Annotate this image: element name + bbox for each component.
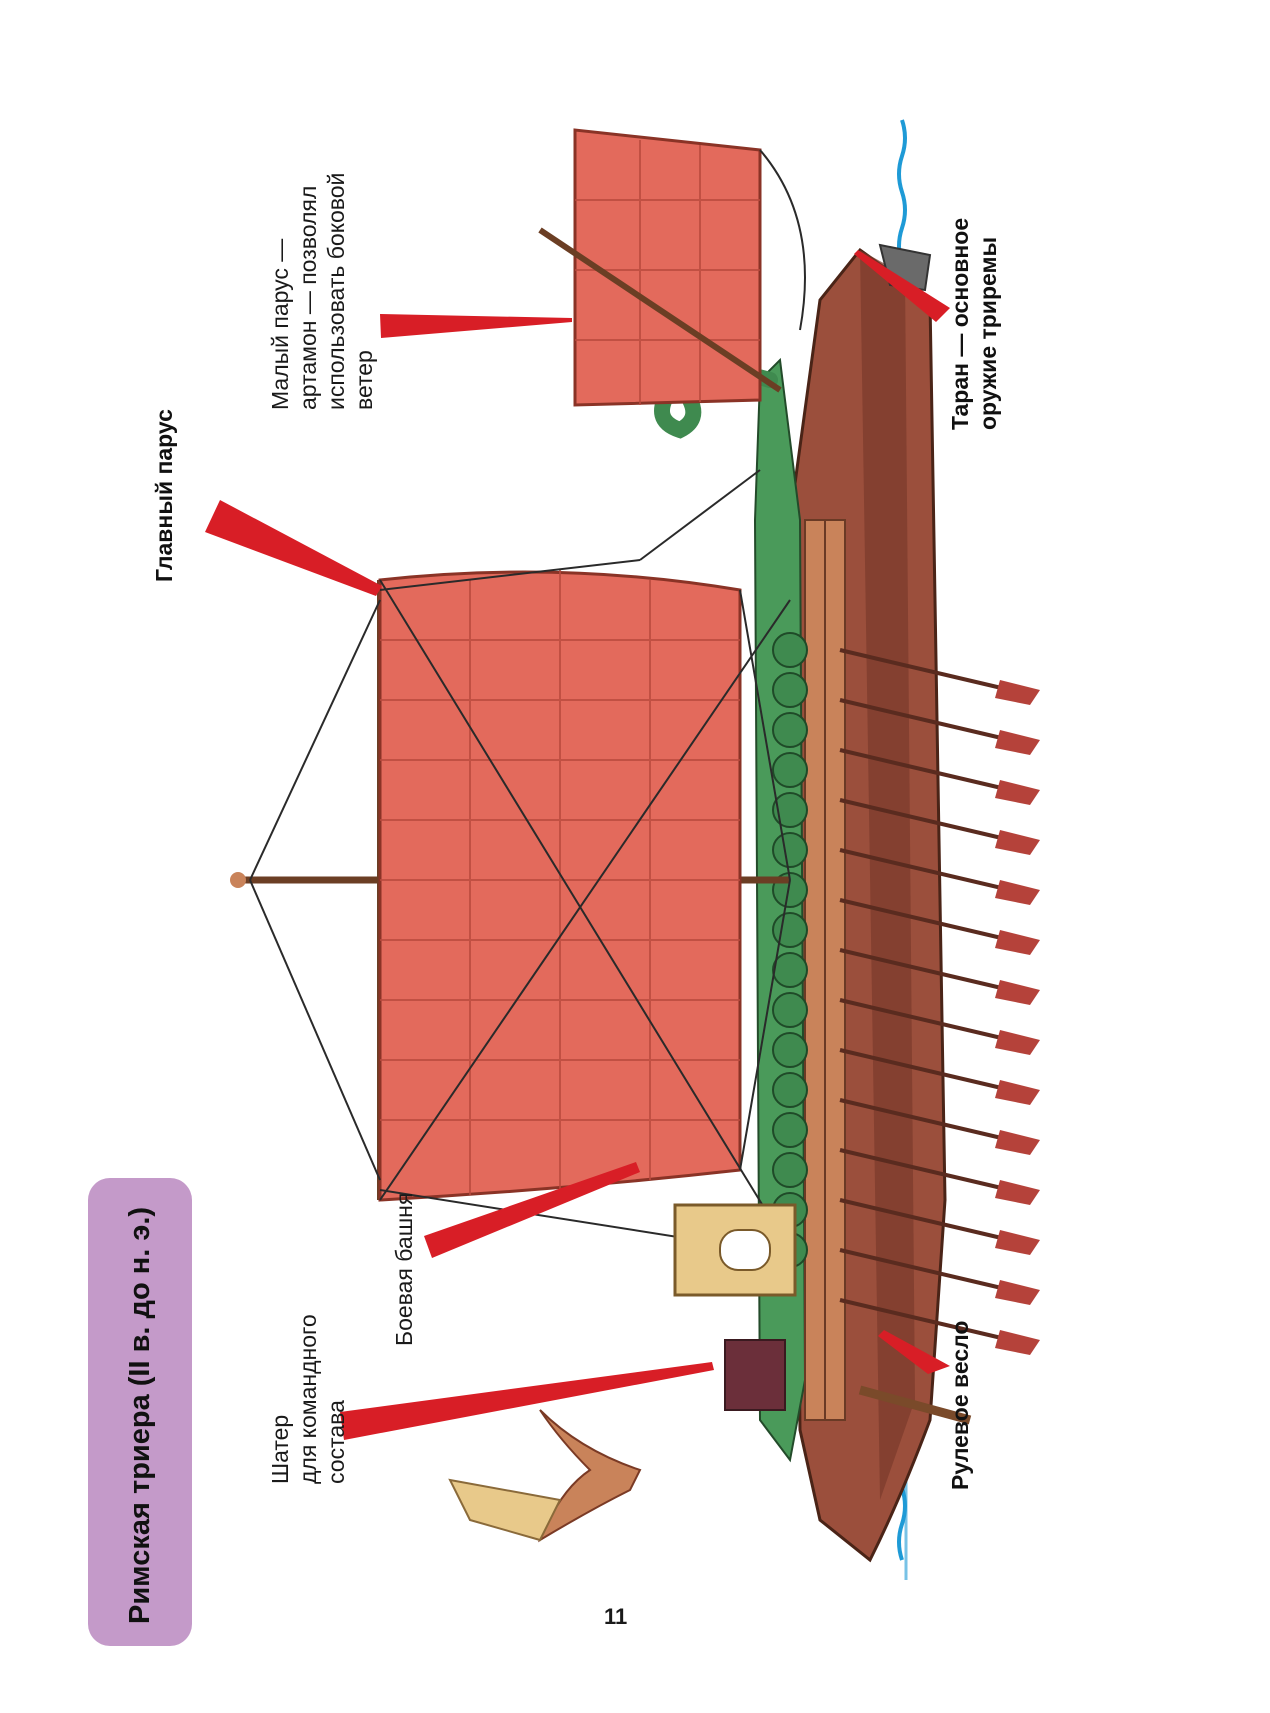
label-ram-line-1: Таран — основное [947,217,973,430]
label-ram: Таран — основное оружие триремы [946,218,1002,430]
label-ram-line-2: оружие триремы [975,236,1001,430]
label-small-sail: Малый парус — артамон — позволял использ… [266,173,378,410]
label-tent-line-1: Шатер [267,1414,293,1484]
label-small-sail-line-3: использовать боковой [323,172,349,410]
label-tower: Боевая башня [391,1192,417,1346]
pointer-small-sail [380,314,572,338]
pointers [205,250,950,1440]
pointer-tent [340,1362,714,1440]
stern-ornament [537,1409,642,1543]
oar-blades [995,680,1040,1355]
oars [839,648,1011,1342]
pointer-rudder [878,1330,950,1374]
label-tent-line-3: состава [323,1400,349,1484]
label-tent: Шатер для командного состава [266,1314,350,1484]
pointer-ram [854,250,950,322]
steering-oar [858,1385,972,1425]
label-small-sail-line-1: Малый парус — [267,238,293,410]
title-badge [88,1178,192,1646]
label-small-sail-line-4: ветер [351,350,377,410]
pointer-main-sail [205,500,382,596]
rigging [249,469,791,1251]
label-rudder: Рулевое весло [947,1320,973,1490]
small-sail [573,128,762,407]
label-small-sail-line-2: артамон — позволял [295,185,321,410]
page-number: 11 [604,1604,628,1629]
pointer-tower [424,1162,640,1258]
label-main-sail: Главный парус [151,409,177,582]
commanders-tent [724,1339,786,1411]
label-tent-line-2: для командного [295,1314,321,1484]
